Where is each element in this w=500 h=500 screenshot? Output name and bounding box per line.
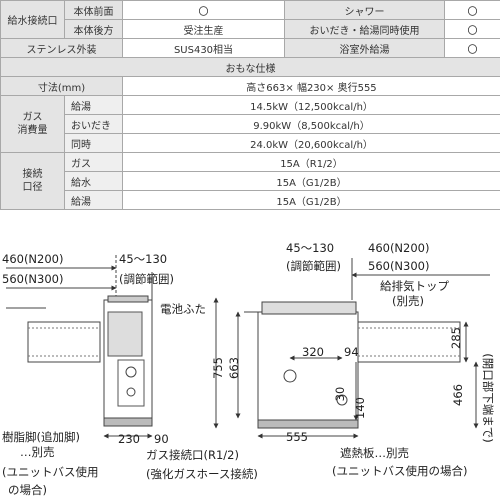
shower-value: 〇	[444, 0, 500, 20]
front-dim-663: 663	[227, 357, 241, 379]
dimensions-label: 寸法(mm)	[0, 76, 123, 96]
front-dim-560: 560(N300)	[2, 272, 63, 286]
front-dim-460: 460(N200)	[2, 252, 63, 266]
front-dim-755: 755	[211, 357, 225, 379]
gas-reheat-label: おいだき	[64, 114, 123, 134]
front-body-value: 〇	[122, 0, 285, 20]
connection-size-label-line2: 口径	[22, 182, 43, 193]
rear-body-value: 受注生産	[122, 19, 285, 39]
side-pipe-1	[283, 369, 297, 383]
gas-simultaneous-value: 24.0kW（20,600kcal/h）	[122, 133, 500, 153]
connection-size-label: 接続 口径	[0, 152, 65, 210]
shower-label: シャワー	[284, 0, 445, 20]
front-reinforced-hose: (強化ガスホース接続)	[146, 467, 258, 481]
side-dim-320: 320	[302, 345, 324, 359]
side-dim-94: 94	[344, 345, 359, 359]
side-unit-bath-case: (ユニットバス使用の場合)	[332, 464, 467, 478]
side-exhaust-top: 給排気トップ	[380, 279, 449, 293]
side-opening-bottom: (開口部下端まで)	[481, 353, 495, 442]
front-panel	[107, 311, 143, 357]
front-battery-cover: 電池ふた	[160, 302, 206, 316]
simultaneous-use-value: 〇	[444, 19, 500, 39]
front-view: 460(N200) 560(N300) 45～130 (調節範囲) 電池ふた 7…	[2, 252, 258, 497]
gas-consumption-label: ガス 消費量	[0, 95, 65, 153]
side-dim-30: 30	[333, 387, 347, 402]
connection-size-label-line1: 接続	[22, 169, 43, 180]
side-dim-140: 140	[353, 397, 367, 419]
conn-gas-label: ガス	[64, 152, 123, 172]
front-duct	[27, 321, 101, 363]
front-knob	[125, 366, 137, 378]
side-view: 45～130 (調節範囲) 460(N200) 560(N300) 給排気トップ…	[244, 241, 495, 478]
side-exhaust-sold: (別売)	[392, 294, 424, 308]
side-adjust-range: (調節範囲)	[286, 259, 341, 273]
front-dim-230: 230	[118, 432, 140, 446]
side-dim-460: 460(N200)	[368, 241, 429, 255]
side-dim-555: 555	[286, 430, 308, 444]
side-duct	[357, 321, 461, 363]
gas-consumption-label-line2: 消費量	[17, 125, 48, 136]
dimension-drawing: 460(N200) 560(N300) 45～130 (調節範囲) 電池ふた 7…	[2, 241, 495, 497]
front-knob2	[126, 387, 136, 397]
gas-consumption-label-line1: ガス	[22, 112, 43, 123]
front-resin-leg: 樹脂脚(追加脚)	[2, 430, 80, 444]
conn-gas-value: 15A（R1/2）	[122, 152, 500, 172]
front-adjust-range: (調節範囲)	[119, 272, 174, 286]
outdoor-supply-label: 浴室外給湯	[284, 38, 445, 58]
front-gas-inlet: ガス接続口(R1/2)	[146, 448, 239, 462]
front-top-cap	[107, 295, 149, 303]
front-unit-bath-2: の場合)	[8, 483, 47, 497]
front-dim-45-130: 45～130	[119, 252, 167, 266]
outdoor-supply-value: 〇	[444, 38, 500, 58]
simultaneous-use-label: おいだき・給湯同時使用	[284, 19, 445, 39]
side-pipe-2	[336, 394, 348, 406]
water-inlet-label: 給水接続口	[0, 0, 65, 39]
rear-body-label: 本体後方	[64, 19, 123, 39]
side-dim-45-130: 45～130	[286, 241, 334, 255]
stainless-exterior-value: SUS430相当	[122, 38, 285, 58]
side-top-box	[261, 301, 357, 315]
side-dim-560: 560(N300)	[368, 259, 429, 273]
side-base	[257, 419, 359, 429]
side-dim-285: 285	[449, 327, 463, 349]
front-dim-90: 90	[154, 432, 169, 446]
gas-reheat-value: 9.90kW（8,500kcal/h）	[122, 114, 500, 134]
gas-simultaneous-label: 同時	[64, 133, 123, 153]
spec-table: 給水接続口 本体前面 〇 シャワー 〇 本体後方 受注生産 おいだき・給湯同時使…	[0, 0, 500, 210]
front-body-label: 本体前面	[64, 0, 123, 20]
main-spec-header: おもな仕様	[0, 57, 500, 77]
side-dim-466: 466	[451, 384, 465, 406]
side-heat-shield: 遮熱板…別売	[340, 446, 409, 460]
conn-water-label: 給水	[64, 171, 123, 191]
conn-hot-water-label: 給湯	[64, 190, 123, 210]
conn-water-value: 15A（G1/2B）	[122, 171, 500, 191]
gas-hot-water-label: 給湯	[64, 95, 123, 115]
conn-hot-water-value: 15A（G1/2B）	[122, 190, 500, 210]
front-base	[103, 417, 153, 427]
stainless-exterior-label: ステンレス外装	[0, 38, 123, 58]
front-unit-bath-1: (ユニットバス使用	[2, 465, 99, 479]
front-sold-separately: …別売	[20, 445, 55, 459]
dimensions-value: 高さ663× 幅230× 奥行555	[122, 76, 500, 96]
gas-hot-water-value: 14.5kW（12,500kcal/h）	[122, 95, 500, 115]
